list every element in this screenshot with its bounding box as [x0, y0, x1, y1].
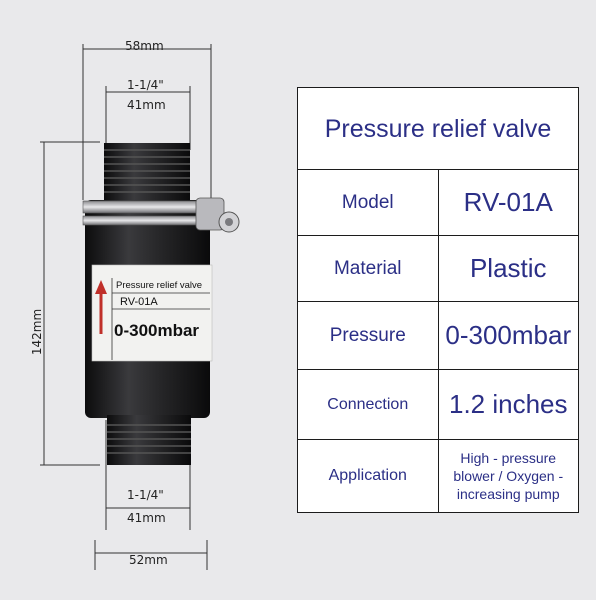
dim-bottom-thread: 1-1/4": [127, 488, 164, 502]
row-value-connection: 1.2 inches: [437, 369, 579, 440]
row-key-material: Material: [297, 235, 439, 302]
dim-top-thread-mm: 41mm: [127, 98, 166, 112]
table-row: Material Plastic: [297, 235, 579, 302]
spec-table: Pressure relief valve Model RV-01A Mater…: [297, 87, 579, 513]
label-model: RV-01A: [120, 296, 158, 308]
top-thread: [104, 143, 190, 203]
table-row: Connection 1.2 inches: [297, 369, 579, 440]
label-range: 0-300mbar: [114, 321, 199, 340]
table-row: Model RV-01A: [297, 169, 579, 236]
bottom-thread: [107, 415, 191, 465]
table-title: Pressure relief valve: [297, 87, 579, 170]
row-value-model: RV-01A: [437, 169, 579, 236]
row-key-model: Model: [297, 169, 439, 236]
row-key-connection: Connection: [297, 369, 439, 440]
dim-height: 142mm: [30, 308, 45, 356]
row-value-application: High - pressure blower / Oxygen - increa…: [437, 439, 579, 513]
table-row: Application High - pressure blower / Oxy…: [297, 439, 579, 513]
row-key-application: Application: [297, 439, 439, 513]
dim-top-thread: 1-1/4": [127, 78, 164, 92]
hose-clamp: [82, 197, 240, 233]
dim-top-outer: 58mm: [125, 39, 164, 53]
dim-bottom-thread-mm: 41mm: [127, 511, 166, 525]
valve-label: Pressure relief valve RV-01A 0-300mbar: [91, 264, 213, 362]
dim-bottom-outer: 52mm: [129, 553, 168, 567]
label-title: Pressure relief valve: [116, 280, 202, 291]
row-value-pressure: 0-300mbar: [437, 301, 579, 370]
row-key-pressure: Pressure: [297, 301, 439, 370]
table-row: Pressure 0-300mbar: [297, 301, 579, 370]
row-value-material: Plastic: [437, 235, 579, 302]
